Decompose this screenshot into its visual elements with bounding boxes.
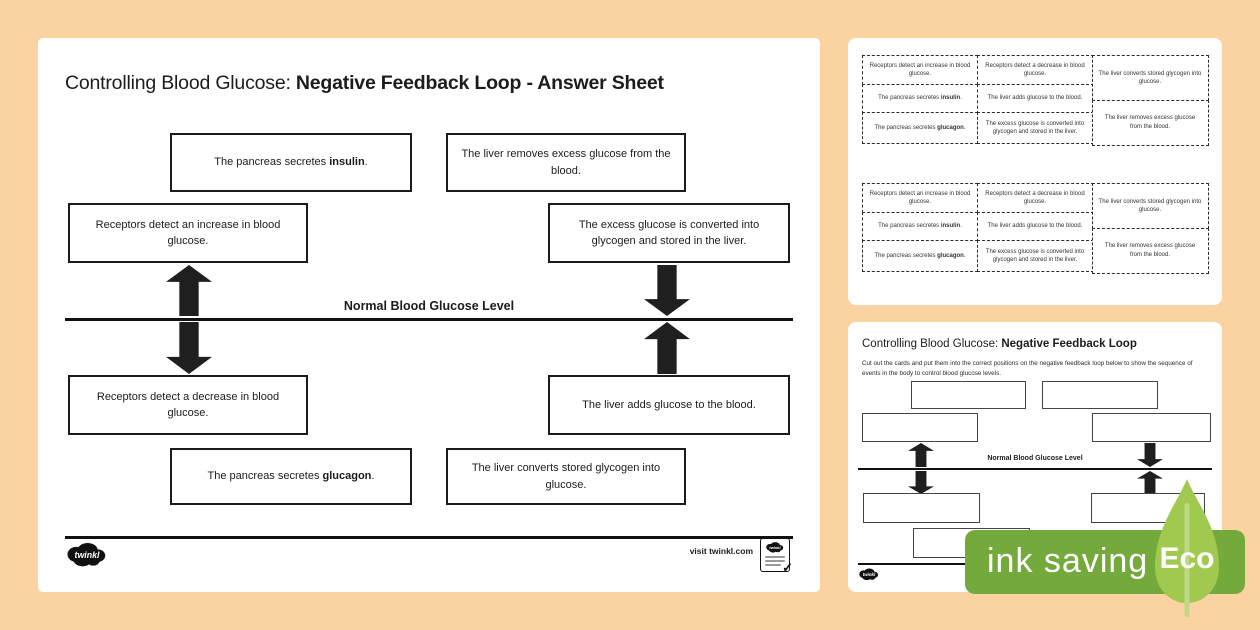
twinkl-logo-small: twinkl — [766, 542, 784, 553]
eco-leaf-icon — [1155, 479, 1219, 617]
cut-out-card: The liver converts stored glycogen into … — [1091, 55, 1209, 101]
empty-answer-box — [911, 381, 1026, 409]
glucose-level-line — [858, 468, 1212, 470]
down-arrow-icon — [166, 322, 212, 374]
quality-badge: twinkl ✓ — [760, 538, 793, 575]
cut-out-card: The pancreas secretes glucagon. — [862, 240, 978, 272]
page-title: Controlling Blood Glucose: Negative Feed… — [65, 72, 664, 94]
card-text: The liver converts stored glycogen into … — [471, 462, 661, 491]
empty-answer-box — [1092, 413, 1211, 442]
badge-text-line — [765, 564, 781, 566]
svg-text:twinkl: twinkl — [863, 572, 876, 577]
page-title: Controlling Blood Glucose: Negative Feed… — [862, 338, 1137, 350]
check-icon: ✓ — [782, 560, 793, 575]
normal-level-label: Normal Blood Glucose Level — [343, 299, 515, 313]
ink-saving-label: ink saving — [987, 542, 1149, 580]
down-arrow-icon — [1137, 443, 1163, 467]
twinkl-logo: twinkl — [67, 543, 106, 567]
card-text: Receptors detect an increase in blood gl… — [95, 218, 281, 248]
svg-text:twinkl: twinkl — [769, 545, 781, 550]
cards-preview-page[interactable]: Receptors detect an increase in blood gl… — [848, 38, 1222, 305]
empty-answer-box — [862, 413, 978, 442]
cut-out-card: The liver adds glucose to the blood. — [976, 211, 1094, 242]
eco-label: Eco — [1159, 542, 1215, 575]
card-liver-removes: The liver removes excess glucose from th… — [446, 133, 686, 192]
card-text: The pancreas secretes glucagon. — [207, 470, 375, 483]
card-pancreas-insulin: The pancreas secretes insulin. — [170, 133, 412, 192]
empty-answer-box — [863, 493, 980, 523]
cut-out-card: Receptors detect an increase in blood gl… — [862, 55, 978, 85]
cut-out-card: The liver adds glucose to the blood. — [976, 83, 1094, 114]
card-receptors-decrease: Receptors detect a decrease in blood glu… — [68, 375, 308, 435]
cut-out-card: The pancreas secretes glucagon. — [862, 112, 978, 144]
svg-text:twinkl: twinkl — [75, 550, 100, 560]
cut-out-card: The liver converts stored glycogen into … — [1091, 183, 1209, 229]
glucose-level-line — [65, 318, 793, 321]
instructions-text: Cut out the cards and put them into the … — [862, 360, 1193, 377]
footer-rule — [65, 536, 793, 539]
cut-out-card: The excess glucose is converted into gly… — [976, 240, 1094, 272]
card-text: The liver removes excess glucose from th… — [461, 148, 671, 177]
twinkl-logo: twinkl — [859, 568, 879, 581]
cut-out-card: The liver removes excess glucose from th… — [1091, 99, 1209, 146]
cut-out-card: The excess glucose is converted into gly… — [976, 112, 1094, 144]
up-arrow-icon — [644, 322, 690, 374]
normal-level-label: Normal Blood Glucose Level — [987, 455, 1083, 462]
card-text: The liver adds glucose to the blood. — [582, 398, 756, 411]
answer-sheet-page: Controlling Blood Glucose: Negative Feed… — [38, 38, 820, 592]
visit-twinkl-link[interactable]: visit twinkl.com — [689, 546, 753, 556]
badge-text-line — [765, 556, 785, 558]
badge-text-line — [765, 560, 785, 562]
down-arrow-icon — [644, 265, 690, 316]
cut-out-card: The liver removes excess glucose from th… — [1091, 227, 1209, 274]
cut-out-card: The pancreas secretes insulin. — [862, 83, 978, 114]
card-liver-converts: The liver converts stored glycogen into … — [446, 448, 686, 505]
empty-answer-box — [1042, 381, 1158, 409]
card-pancreas-glucagon: The pancreas secretes glucagon. — [170, 448, 412, 505]
cut-out-card: Receptors detect a decrease in blood glu… — [976, 183, 1094, 213]
card-text: Receptors detect a decrease in blood glu… — [96, 390, 280, 420]
down-arrow-icon — [908, 471, 934, 494]
card-liver-adds: The liver adds glucose to the blood. — [548, 375, 790, 435]
cut-out-card: The pancreas secretes insulin. — [862, 211, 978, 242]
card-excess-converted: The excess glucose is converted into gly… — [548, 203, 790, 263]
cut-out-card: Receptors detect an increase in blood gl… — [862, 183, 978, 213]
card-receptors-increase: Receptors detect an increase in blood gl… — [68, 203, 308, 263]
up-arrow-icon — [166, 265, 212, 316]
card-text: The excess glucose is converted into gly… — [578, 218, 760, 248]
card-text: The pancreas secretes insulin. — [214, 156, 368, 169]
cut-out-card: Receptors detect a decrease in blood glu… — [976, 55, 1094, 85]
up-arrow-icon — [908, 443, 934, 467]
